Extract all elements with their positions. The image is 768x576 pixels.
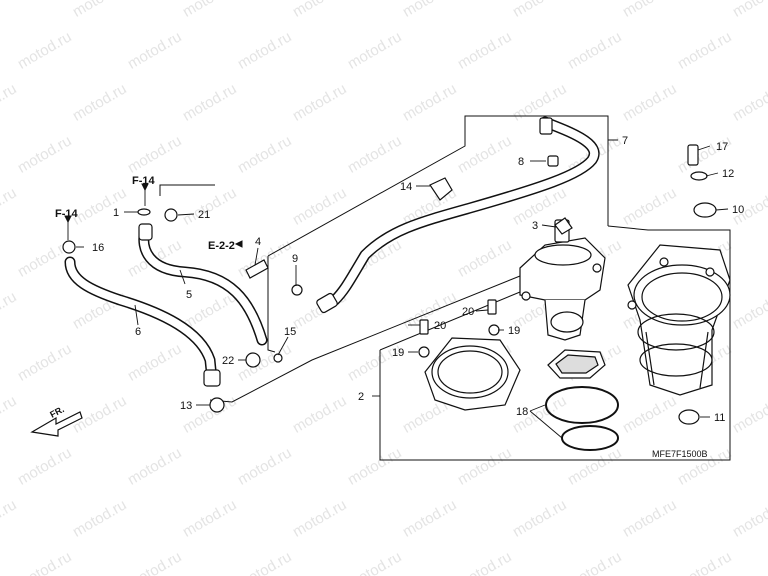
callout-14: 14 — [400, 181, 412, 193]
ref-label-e22: E-2-2 — [208, 240, 235, 252]
callout-18: 18 — [516, 406, 528, 418]
front-arrow: FR. — [30, 404, 83, 437]
leader-lines — [67, 145, 729, 439]
hose-6 — [64, 256, 221, 387]
gasket-plate — [424, 337, 521, 411]
callout-13: 13 — [180, 400, 192, 412]
callout-4: 4 — [255, 236, 261, 248]
callout-11: 11 — [714, 412, 725, 424]
callout-16: 16 — [92, 242, 104, 254]
callout-3: 3 — [532, 220, 538, 232]
callout-8: 8 — [518, 156, 524, 168]
ref-label-f14-upper: F-14 — [132, 175, 156, 187]
hose-5 — [138, 223, 268, 346]
ref-arrows — [64, 183, 243, 248]
small-parts — [62, 144, 717, 425]
o-rings — [545, 386, 619, 451]
callouts: 1 2 3 4 5 6 7 8 9 10 11 12 13 14 15 16 1… — [92, 135, 744, 424]
callout-19-right: 19 — [508, 325, 520, 337]
filter-canister — [627, 244, 731, 396]
callout-12: 12 — [722, 168, 734, 180]
callout-22: 22 — [222, 355, 234, 367]
callout-6: 6 — [135, 326, 141, 338]
callout-1: 1 — [113, 207, 119, 219]
strainer — [547, 349, 606, 379]
callout-9: 9 — [292, 253, 298, 265]
callout-5: 5 — [186, 289, 192, 301]
callout-2: 2 — [358, 391, 364, 403]
diagram-code: MFE7F1500B — [652, 449, 708, 459]
ref-label-f14-left: F-14 — [55, 208, 79, 220]
callout-21: 21 — [198, 209, 210, 221]
callout-17: 17 — [716, 141, 728, 153]
callout-7: 7 — [622, 135, 628, 147]
callout-20-left: 20 — [434, 320, 446, 332]
pump-head — [519, 219, 606, 341]
callout-15: 15 — [284, 326, 296, 338]
front-label: FR. — [48, 404, 65, 420]
ref-labels: F-14 F-14 E-2-2 — [55, 175, 235, 252]
hose-7 — [316, 116, 600, 314]
callout-20-right: 20 — [462, 306, 474, 318]
callout-19-left: 19 — [392, 347, 404, 359]
callout-10: 10 — [732, 204, 744, 216]
